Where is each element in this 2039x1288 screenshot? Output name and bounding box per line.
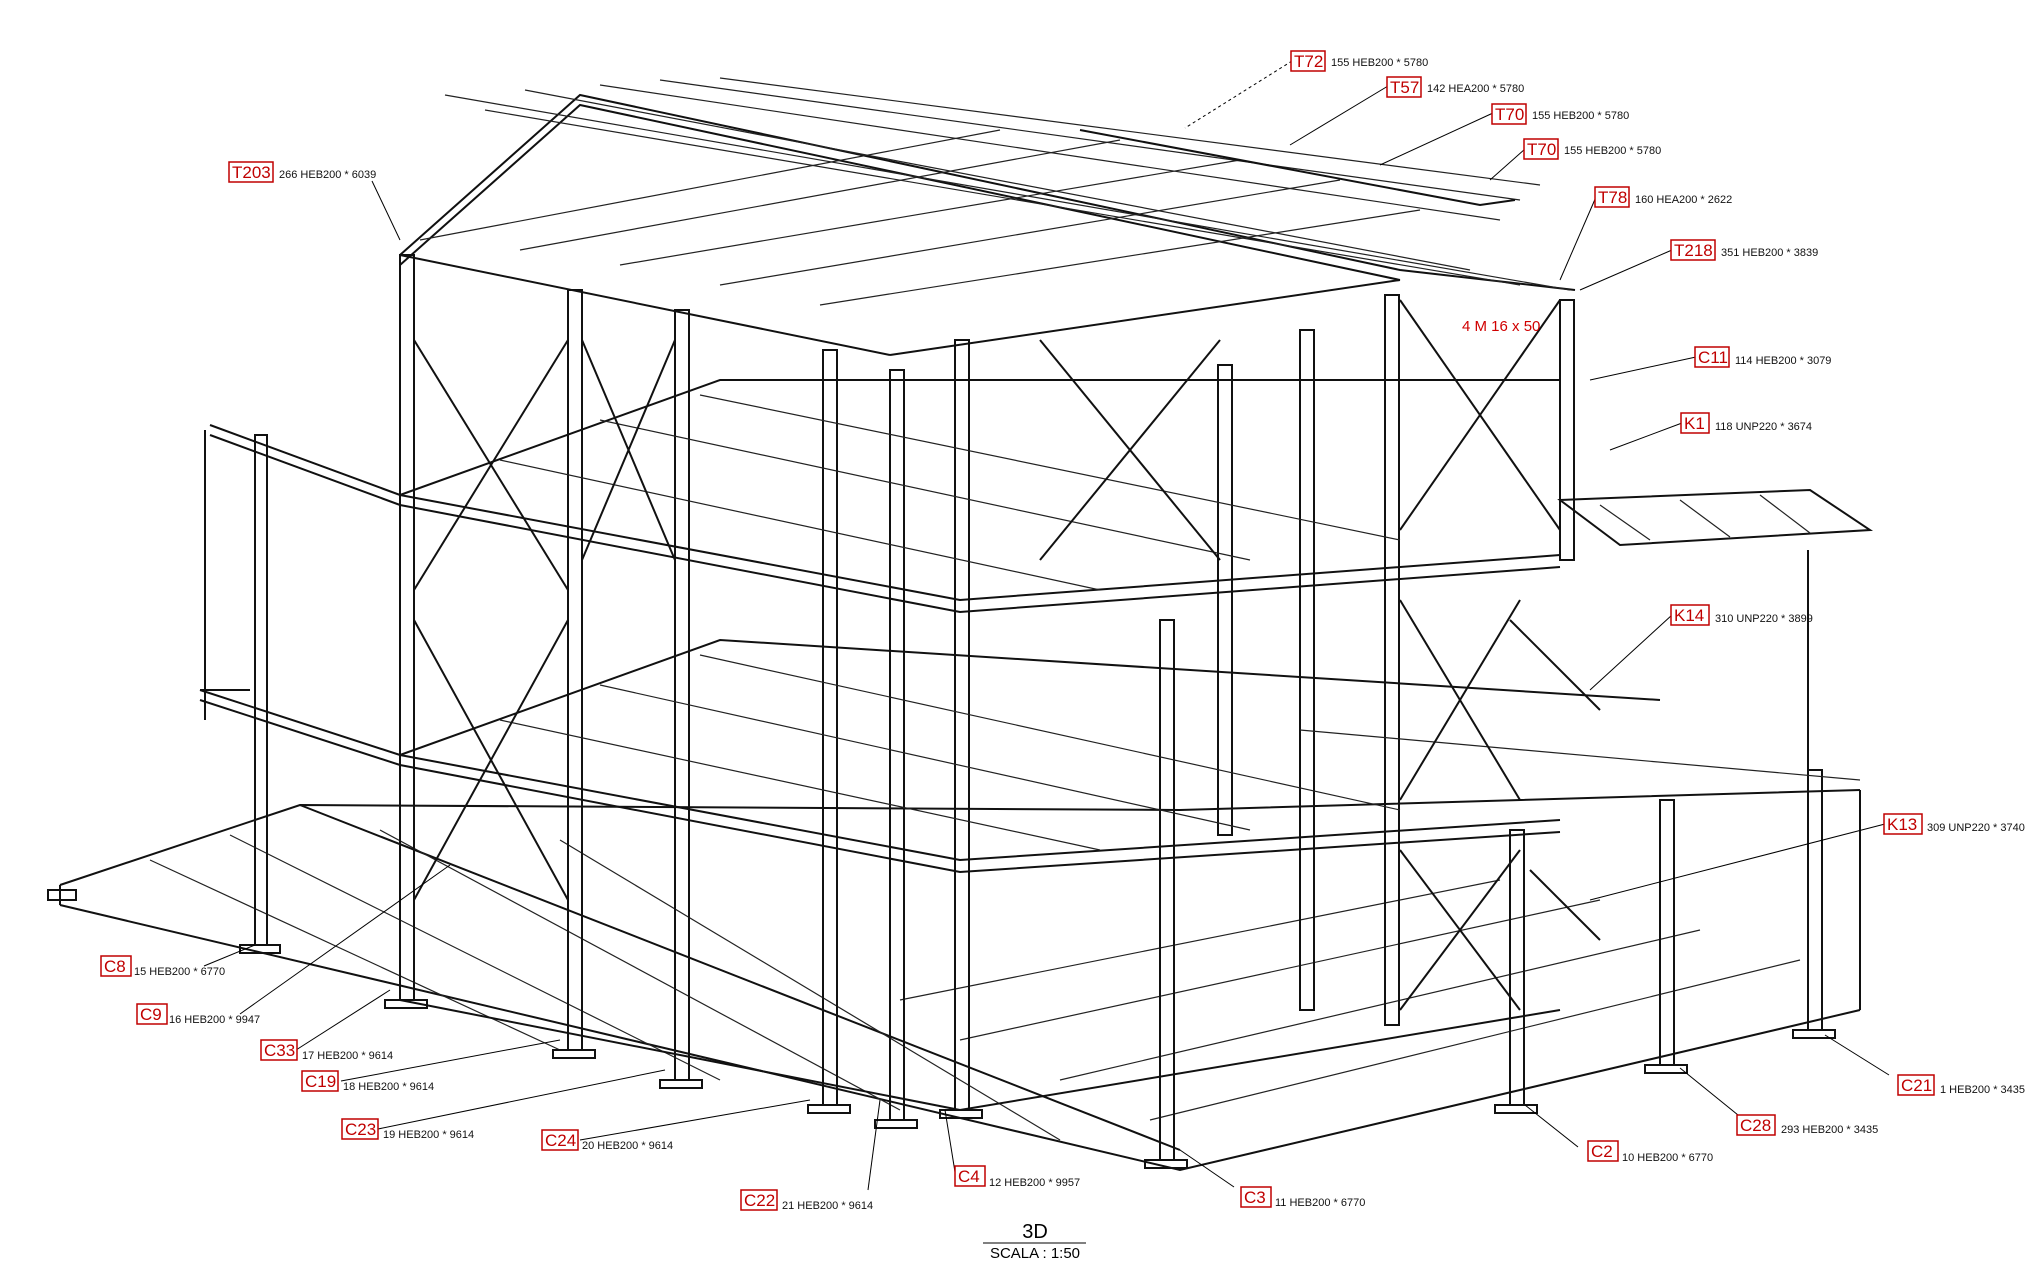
part-labels: T72 155 HEB200 * 5780 T57 142 HEA200 * 5… [100,50,2025,1212]
label-tag: K13 [1887,815,1917,834]
label-c3: C3 11 HEB200 * 6770 [1240,1186,1365,1209]
label-tag: C21 [1901,1076,1932,1095]
view-scale: SCALA : 1:50 [990,1245,1080,1262]
label-tag: C19 [305,1072,336,1091]
label-t203: T203 266 HEB200 * 6039 [228,161,376,183]
label-desc: 155 HEB200 * 5780 [1331,57,1428,69]
leader-lines [203,60,1890,1191]
label-desc: 20 HEB200 * 9614 [582,1140,673,1152]
label-tag: K14 [1674,606,1704,625]
label-t70-b: T70 155 HEB200 * 5780 [1523,138,1661,160]
label-c28: C28 293 HEB200 * 3435 [1736,1114,1878,1136]
label-desc: 18 HEB200 * 9614 [343,1081,434,1093]
floor-levels [199,379,1874,1111]
label-tag: T72 [1294,52,1323,71]
label-k1: K1 118 UNP220 * 3674 [1680,412,1812,434]
label-k13: K13 309 UNP220 * 3740 [1883,813,2025,835]
label-t57: T57 142 HEA200 * 5780 [1386,76,1524,98]
label-desc: 19 HEB200 * 9614 [383,1129,474,1141]
label-tag: C28 [1740,1116,1771,1135]
label-t70-a: T70 155 HEB200 * 5780 [1491,103,1629,125]
label-tag: C22 [744,1191,775,1210]
label-tag: T78 [1598,188,1627,207]
label-desc: 310 UNP220 * 3899 [1715,613,1813,625]
view-title: 3D SCALA : 1:50 [983,1221,1086,1262]
label-tag: C24 [545,1131,576,1150]
label-tag: C33 [264,1041,295,1060]
label-desc: 118 UNP220 * 3674 [1715,421,1812,433]
label-desc: 12 HEB200 * 9957 [989,1177,1080,1189]
roof-frame [399,77,1576,356]
label-c33: C33 17 HEB200 * 9614 [260,1039,393,1062]
label-desc: 160 HEA200 * 2622 [1635,194,1732,206]
label-desc: 114 HEB200 * 3079 [1735,355,1831,367]
bolt-note: 4 M 16 x 50 [1462,318,1540,335]
label-c2: C2 10 HEB200 * 6770 [1587,1140,1713,1164]
label-desc: 21 HEB200 * 9614 [782,1200,873,1212]
label-c22: C22 21 HEB200 * 9614 [740,1189,873,1212]
label-tag: T57 [1390,78,1419,97]
label-tag: T218 [1674,241,1713,260]
label-tag: T70 [1527,140,1556,159]
label-desc: 266 HEB200 * 6039 [279,169,376,181]
label-c4: C4 12 HEB200 * 9957 [954,1165,1080,1189]
steel-frame [47,77,1874,1172]
label-k14: K14 310 UNP220 * 3899 [1670,604,1813,626]
label-desc: 155 HEB200 * 5780 [1564,145,1661,157]
label-desc: 351 HEB200 * 3839 [1721,247,1818,259]
label-tag: C9 [140,1005,162,1024]
label-desc: 1 HEB200 * 3435 [1940,1084,2025,1096]
label-tag: C11 [1698,348,1728,367]
label-t78: T78 160 HEA200 * 2622 [1594,186,1732,208]
label-c19: C19 18 HEB200 * 9614 [301,1070,434,1093]
label-desc: 11 HEB200 * 6770 [1275,1197,1365,1209]
label-tag: K1 [1684,414,1705,433]
label-desc: 309 UNP220 * 3740 [1927,822,2025,834]
label-t218: T218 351 HEB200 * 3839 [1670,239,1818,261]
label-desc: 16 HEB200 * 9947 [169,1014,260,1026]
label-desc: 293 HEB200 * 3435 [1781,1124,1878,1136]
label-desc: 155 HEB200 * 5780 [1532,110,1629,122]
label-desc: 15 HEB200 * 6770 [134,966,225,978]
label-tag: C23 [345,1120,376,1139]
label-tag: T70 [1495,105,1524,124]
columns [254,254,1823,1161]
label-c23: C23 19 HEB200 * 9614 [341,1118,474,1141]
bracings [413,299,1601,1011]
label-c9: C9 16 HEB200 * 9947 [136,1003,260,1026]
label-desc: 17 HEB200 * 9614 [302,1050,393,1062]
label-tag: C8 [104,957,126,976]
label-c11: C11 114 HEB200 * 3079 [1694,346,1831,368]
base-frame [59,789,1861,1172]
label-c21: C21 1 HEB200 * 3435 [1897,1074,2025,1096]
label-c8: C8 15 HEB200 * 6770 [100,955,225,978]
label-tag: C2 [1591,1142,1613,1161]
label-desc: 10 HEB200 * 6770 [1622,1152,1713,1164]
label-t72: T72 155 HEB200 * 5780 [1290,50,1428,72]
view-name: 3D [1022,1221,1048,1243]
label-tag: T203 [232,163,271,182]
label-tag: C4 [958,1167,980,1186]
label-desc: 142 HEA200 * 5780 [1427,83,1524,95]
label-c24: C24 20 HEB200 * 9614 [541,1129,673,1152]
base-plates [47,889,1836,1169]
label-tag: C3 [1244,1188,1266,1207]
